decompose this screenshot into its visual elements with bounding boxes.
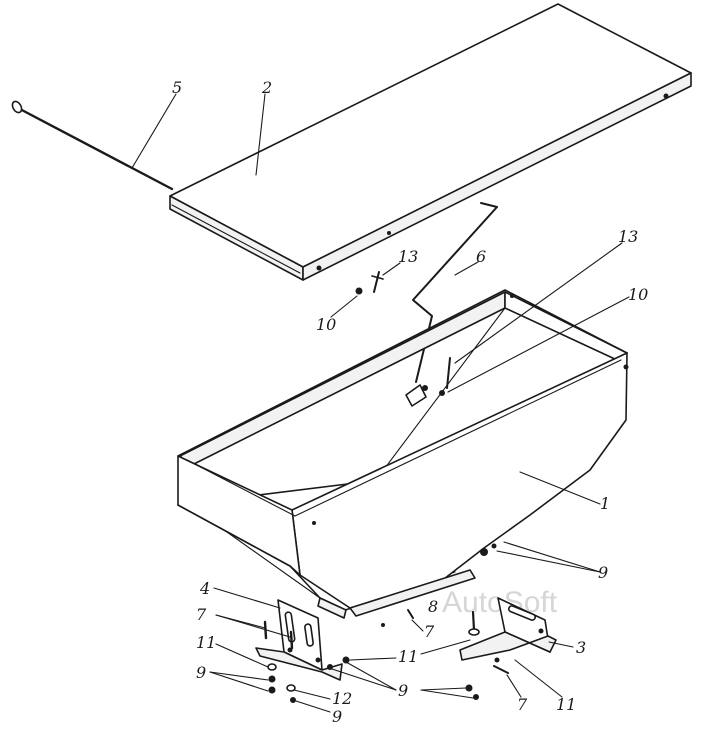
leader-lines (131, 93, 630, 713)
callout-13-upper: 13 (398, 247, 418, 266)
right-bracket-part-3 (459, 597, 557, 663)
rod-part-5 (11, 100, 174, 191)
hopper-part-1 (177, 289, 629, 617)
callout-11-right: 11 (556, 695, 576, 714)
callout-7-left: 7 (196, 605, 207, 624)
callout-4: 4 (199, 579, 210, 598)
left-bracket-part-4 (255, 597, 347, 681)
lid-part-2 (169, 3, 692, 281)
callout-7-center: 7 (424, 622, 435, 641)
callout-5: 5 (172, 78, 182, 97)
callout-10-lower: 10 (628, 285, 648, 304)
callout-6: 6 (476, 247, 486, 266)
fasteners (263, 543, 509, 703)
callout-2: 2 (261, 78, 272, 97)
callout-9-right: 9 (598, 563, 608, 582)
callout-11-left: 11 (196, 633, 216, 652)
callout-7-right: 7 (517, 695, 528, 714)
callout-11-center: 11 (398, 647, 418, 666)
callout-labels: 5 2 13 6 10 13 10 1 9 4 7 11 9 12 9 11 9… (172, 78, 648, 726)
callout-8: 8 (428, 597, 438, 616)
callout-9-left: 9 (196, 663, 206, 682)
callout-13-lower: 13 (618, 227, 638, 246)
callout-3: 3 (576, 638, 586, 657)
callout-1: 1 (600, 494, 610, 513)
callout-10-upper: 10 (316, 315, 336, 334)
callout-9-center: 9 (398, 681, 408, 700)
callout-12: 12 (332, 689, 352, 708)
bolt-13-washer-10-upper (355, 271, 384, 295)
wire-part-6 (412, 202, 498, 383)
callout-9-bottom: 9 (332, 707, 342, 726)
